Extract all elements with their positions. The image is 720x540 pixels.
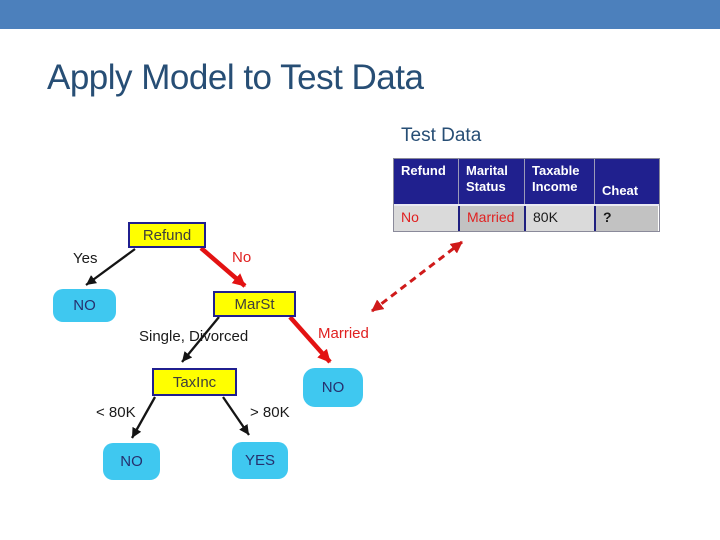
col-header-cheat: Cheat [594, 159, 658, 204]
branch-label-no: No [232, 249, 252, 266]
branch-label-yes: Yes [73, 250, 98, 267]
leaf-yes-gt80k: YES [232, 442, 288, 479]
branch-label-married: Married [318, 325, 369, 342]
cell-taxable-income: 80K [524, 206, 594, 231]
table-row: No Married 80K ? [394, 204, 659, 231]
cell-cheat: ? [594, 206, 658, 231]
node-taxinc: TaxInc [152, 368, 237, 396]
col-header-marital-status: Marital Status [458, 159, 524, 204]
branch-label-gt80k: > 80K [250, 404, 290, 421]
branch-label-single-divorced: Single, Divorced [139, 328, 249, 345]
col-header-refund: Refund [401, 163, 446, 178]
test-data-label: Test Data [401, 125, 482, 146]
slide-title: Apply Model to Test Data [47, 58, 424, 97]
cell-marital-status: Married [458, 206, 524, 231]
dashed-lookup-arrow [371, 240, 463, 313]
leaf-no-refund-yes: NO [53, 289, 116, 322]
leaf-no-lt80k: NO [103, 443, 160, 480]
top-accent-bar [0, 0, 720, 29]
test-data-table: Refund Marital Status Taxable Income Che… [393, 158, 660, 232]
node-marst: MarSt [213, 291, 296, 317]
leaf-no-married: NO [303, 368, 363, 407]
cell-refund: No [394, 206, 458, 231]
col-header-taxable-income: Taxable Income [524, 159, 594, 204]
node-refund: Refund [128, 222, 206, 248]
edge-taxinc-gt80k [222, 396, 250, 436]
table-header-row: Refund Marital Status Taxable Income Che… [394, 159, 659, 204]
branch-label-lt80k: < 80K [96, 404, 136, 421]
